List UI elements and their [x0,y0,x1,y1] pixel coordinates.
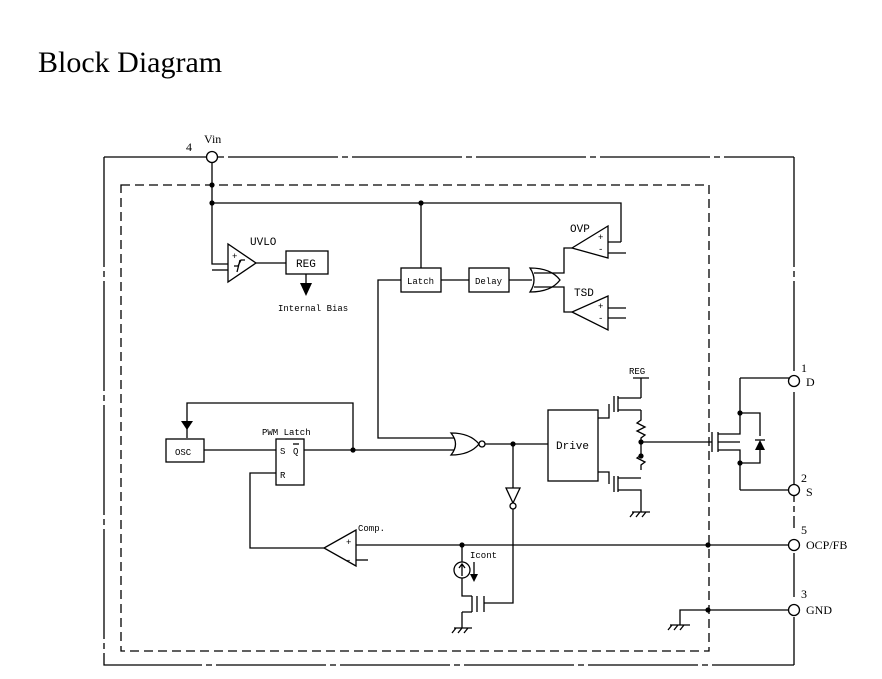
pin-s: 2 S [787,471,813,499]
or-gate [528,267,561,293]
svg-text:OCP/FB: OCP/FB [806,538,847,552]
uvlo-label: UVLO [250,237,277,249]
reg-supply-label: REG [629,367,645,377]
internal-bias-label: Internal Bias [278,304,348,314]
uvlo-comparator: + UVLO [212,237,277,284]
svg-text:+: + [598,302,603,312]
pwm-latch: PWM Latch S Q R [262,428,311,486]
svg-text:D: D [806,375,815,389]
svg-text:+: + [346,538,351,548]
svg-text:5: 5 [801,523,807,537]
svg-text:+: + [598,233,603,243]
ocp-comparator: + - Comp. [322,524,385,568]
page-title: Block Diagram [38,46,222,79]
tsd-comparator: + - TSD [570,288,626,332]
ovp-comparator: + - OVP [570,224,626,259]
svg-text:Delay: Delay [475,277,503,287]
latch-block: Latch [400,267,442,293]
svg-text:Latch: Latch [407,277,434,287]
svg-text:-: - [598,245,603,255]
pin-ocp-fb: 5 OCP/FB [787,523,847,552]
svg-text:GND: GND [806,603,832,617]
ic-boundary [120,184,710,652]
svg-text:S: S [806,485,813,499]
pin-gnd: 3 GND [787,587,832,617]
svg-text:2: 2 [801,471,807,485]
pin-vin-number: 4 [186,140,192,154]
nor-gate [449,432,480,456]
ovp-label: OVP [570,224,590,236]
osc-block: OSC [165,438,205,463]
svg-text:S: S [280,447,285,457]
pwm-latch-label: PWM Latch [262,428,311,438]
svg-text:OSC: OSC [175,448,192,458]
tsd-label: TSD [574,288,594,300]
package-outline [103,156,795,666]
svg-text:3: 3 [801,587,807,601]
ocp-comp-label: Comp. [358,524,385,534]
svg-text:Drive: Drive [556,441,589,453]
svg-text:-: - [346,556,351,566]
svg-text:REG: REG [296,259,316,271]
svg-text:-: - [598,314,603,324]
icont-label: Icont [470,551,497,561]
reg-block: REG [285,250,329,275]
pin-d: 1 D [787,361,815,389]
svg-text:Q: Q [293,447,298,457]
drive-block: Drive [547,409,599,482]
power-mosfet [711,378,765,490]
svg-text:R: R [280,471,286,481]
delay-block: Delay [468,267,510,293]
pin-vin: 4 Vin [186,132,221,164]
svg-text:+: + [232,252,237,262]
svg-text:1: 1 [801,361,807,375]
pin-vin-name: Vin [204,132,221,146]
